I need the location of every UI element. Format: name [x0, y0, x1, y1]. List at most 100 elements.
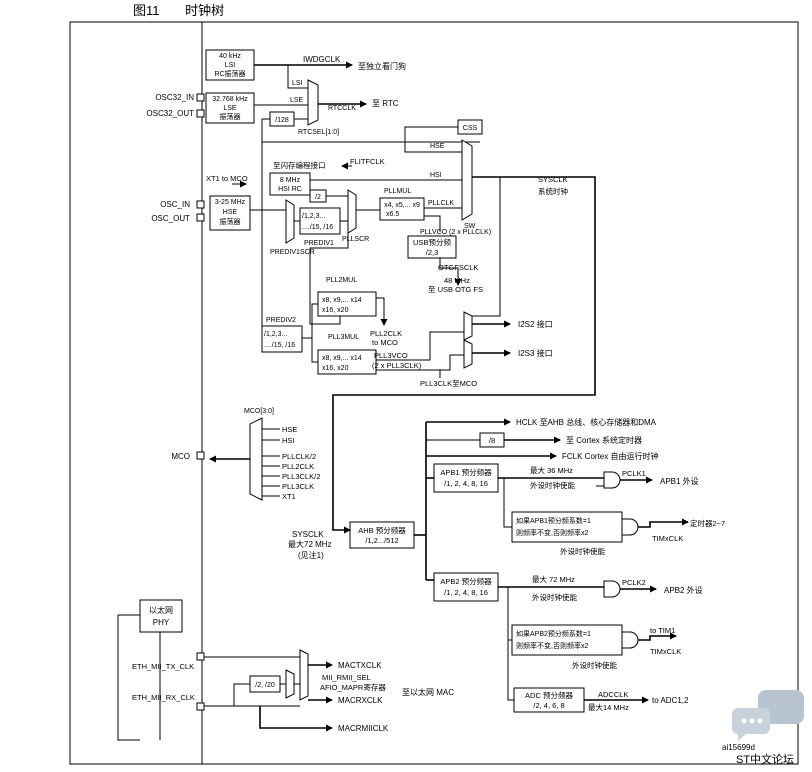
apb1-timer-mul-block [511, 511, 623, 543]
mii-rmii-mux [299, 649, 309, 701]
div128-label: /128 [275, 117, 289, 124]
apb2-timer-mul-line2: 则频率不变,否则频率x2 [516, 641, 588, 650]
lsi-name: LSI [225, 62, 236, 69]
macrxclk-label: MACRXCLK [338, 696, 383, 705]
pll3vco-line [376, 331, 464, 361]
pclk1-label: PCLK1 [622, 469, 646, 478]
tim1-gate [621, 631, 639, 649]
pll2mul-range1: x8, x9,... x14 [322, 297, 362, 304]
prediv1-range2: ..../15, /16 [302, 224, 333, 231]
i2s3-mux [463, 339, 473, 369]
mco-in-pll2clk: PLL2CLK [282, 462, 314, 471]
lse-name: LSE [223, 105, 237, 112]
apb1-dest-label: APB1 外设 [660, 476, 699, 486]
prediv2-pll3-line [311, 338, 318, 363]
apb1-timer-mul-line1: 如果APB1预分频系数=1 [516, 516, 591, 525]
mco-in-hse: HSE [282, 425, 297, 434]
figure-title: 图11 时钟树 [133, 0, 246, 19]
hse-sw-line [404, 126, 462, 153]
ahb-prescaler-range: /1,2.../512 [365, 536, 398, 545]
apb1-timer-mul-line2: 则频率不变,否则频率x2 [516, 528, 588, 537]
css-label: CSS [463, 125, 478, 132]
adc-dest-label: to ADC1,2 [652, 696, 689, 705]
osc32-in-pin [196, 93, 205, 102]
i2s2-mux [463, 311, 473, 341]
prediv2-block [261, 325, 303, 353]
timer27-periph-en-label: 外设时钟使能 [560, 546, 605, 556]
apb2-timer-mul-line1: 如果APB2预分频系数=1 [516, 629, 591, 638]
otgfsclk-label: OTGFSCLK [438, 263, 478, 272]
eth-rx-pin [196, 702, 205, 711]
xt1-mco-label: XT1 to MCO [206, 174, 248, 183]
osc-in-pin [196, 200, 205, 209]
apb2-adc-line [507, 640, 514, 701]
sysclk-sub-label: 系统时钟 [538, 186, 568, 196]
hse-sw-label: HSE [430, 143, 445, 150]
osc32-out-pin [196, 109, 205, 118]
osc-out-pin [196, 213, 205, 222]
apb2-periph-en-label: 外设时钟使能 [532, 592, 577, 602]
pll2mul-range2: x16, x20 [322, 307, 349, 314]
apb1-prescaler-block [433, 463, 499, 493]
sysclk-head-label: SYSCLK [538, 175, 568, 184]
hse-desc: 振荡器 [220, 217, 241, 226]
ahb-prescaler-name: AHB 预分频器 [358, 525, 406, 535]
pll2clk-label: PLL2CLK [370, 329, 402, 338]
adcclk-label: ADCCLK [598, 690, 628, 699]
hclk-label: HCLK 至AHB 总线、核心存储器和DMA [516, 417, 657, 427]
max72b-label: 最大 72 MHz [532, 574, 575, 584]
pllmul-block [379, 197, 425, 221]
mac-dest-label: 至以太网 MAC [402, 687, 454, 697]
sw-label: SW [464, 223, 476, 230]
eth-phy-block [139, 599, 183, 633]
lsi-to-rtcmux-line [287, 65, 308, 89]
pll2-feedback-line [309, 233, 349, 325]
pll3mul-range1: x8, x9,... x14 [322, 355, 362, 362]
pllmul-range1: x4, x5,... x9 [384, 202, 420, 209]
sysclk-i2s-line [464, 177, 501, 317]
apb2-prescaler-block [433, 572, 499, 602]
pllclk-label: PLLCLK [428, 200, 454, 207]
eth-phy-label: PHY [153, 618, 170, 627]
figure-number: 图11 [133, 3, 160, 18]
flitfclk-label: FLITFCLK [350, 157, 385, 166]
prediv1scr-mux [285, 199, 295, 244]
prediv1-block [299, 207, 341, 235]
pllvco-line [424, 215, 441, 232]
pllmul-label: PLLMUL [384, 188, 411, 195]
pllscr-mux [347, 189, 357, 234]
apb2-prescaler-name: APB2 预分频器 [440, 576, 492, 586]
lsi-freq: 40 kHz [219, 53, 241, 60]
sw-mux [461, 139, 473, 221]
apb1-tim-line [503, 478, 512, 528]
eth-tx-label: ETH_MII_TX_CLK [132, 662, 194, 671]
i2s3-label: I2S3 接口 [518, 348, 553, 358]
timxclk1-label: TIMxCLK [652, 534, 683, 543]
lse-freq: 32.768 kHz [212, 96, 248, 103]
hsi-div2-label: /2 [315, 194, 321, 201]
eth-rx-label: ETH_MII_RX_CLK [132, 693, 195, 702]
hse-freq: 3-25 MHz [215, 199, 246, 206]
usb-prescaler-name: USB预分频 [413, 237, 451, 247]
to-tim1-label: to TIM1 [650, 626, 675, 635]
hsi-name: HSI RC [278, 186, 302, 193]
iwdgclk-label: IWDGCLK [303, 55, 341, 64]
pclk2-label: PCLK2 [622, 578, 646, 587]
div2-20-label: /2, /20 [255, 682, 275, 689]
timer27-line [638, 518, 689, 528]
apb2-dest-label: APB2 外设 [664, 585, 703, 595]
ahb-prescaler-block [349, 521, 415, 549]
rtcsel-label: RTCSEL[1:0] [298, 129, 339, 136]
osc-in-label: OSC_IN [160, 200, 190, 209]
mco-in-pllclk2: PLLCLK/2 [282, 452, 316, 461]
pll3mul-block [317, 349, 377, 375]
mco-input-list: HSE HSI PLLCLK/2 PLL2CLK PLL3CLK/2 PLL3C… [262, 425, 320, 501]
rtcclk-label: RTCCLK [328, 105, 356, 112]
apb2-gate [603, 580, 621, 598]
pllmul-range2: x6.5 [386, 211, 399, 218]
timer27-label: 定时器2~7 [690, 518, 725, 528]
macrmiiclk-label: MACRMIICLK [338, 724, 389, 733]
hse-osc-block [209, 195, 251, 231]
eth-tx-pin [196, 652, 205, 661]
